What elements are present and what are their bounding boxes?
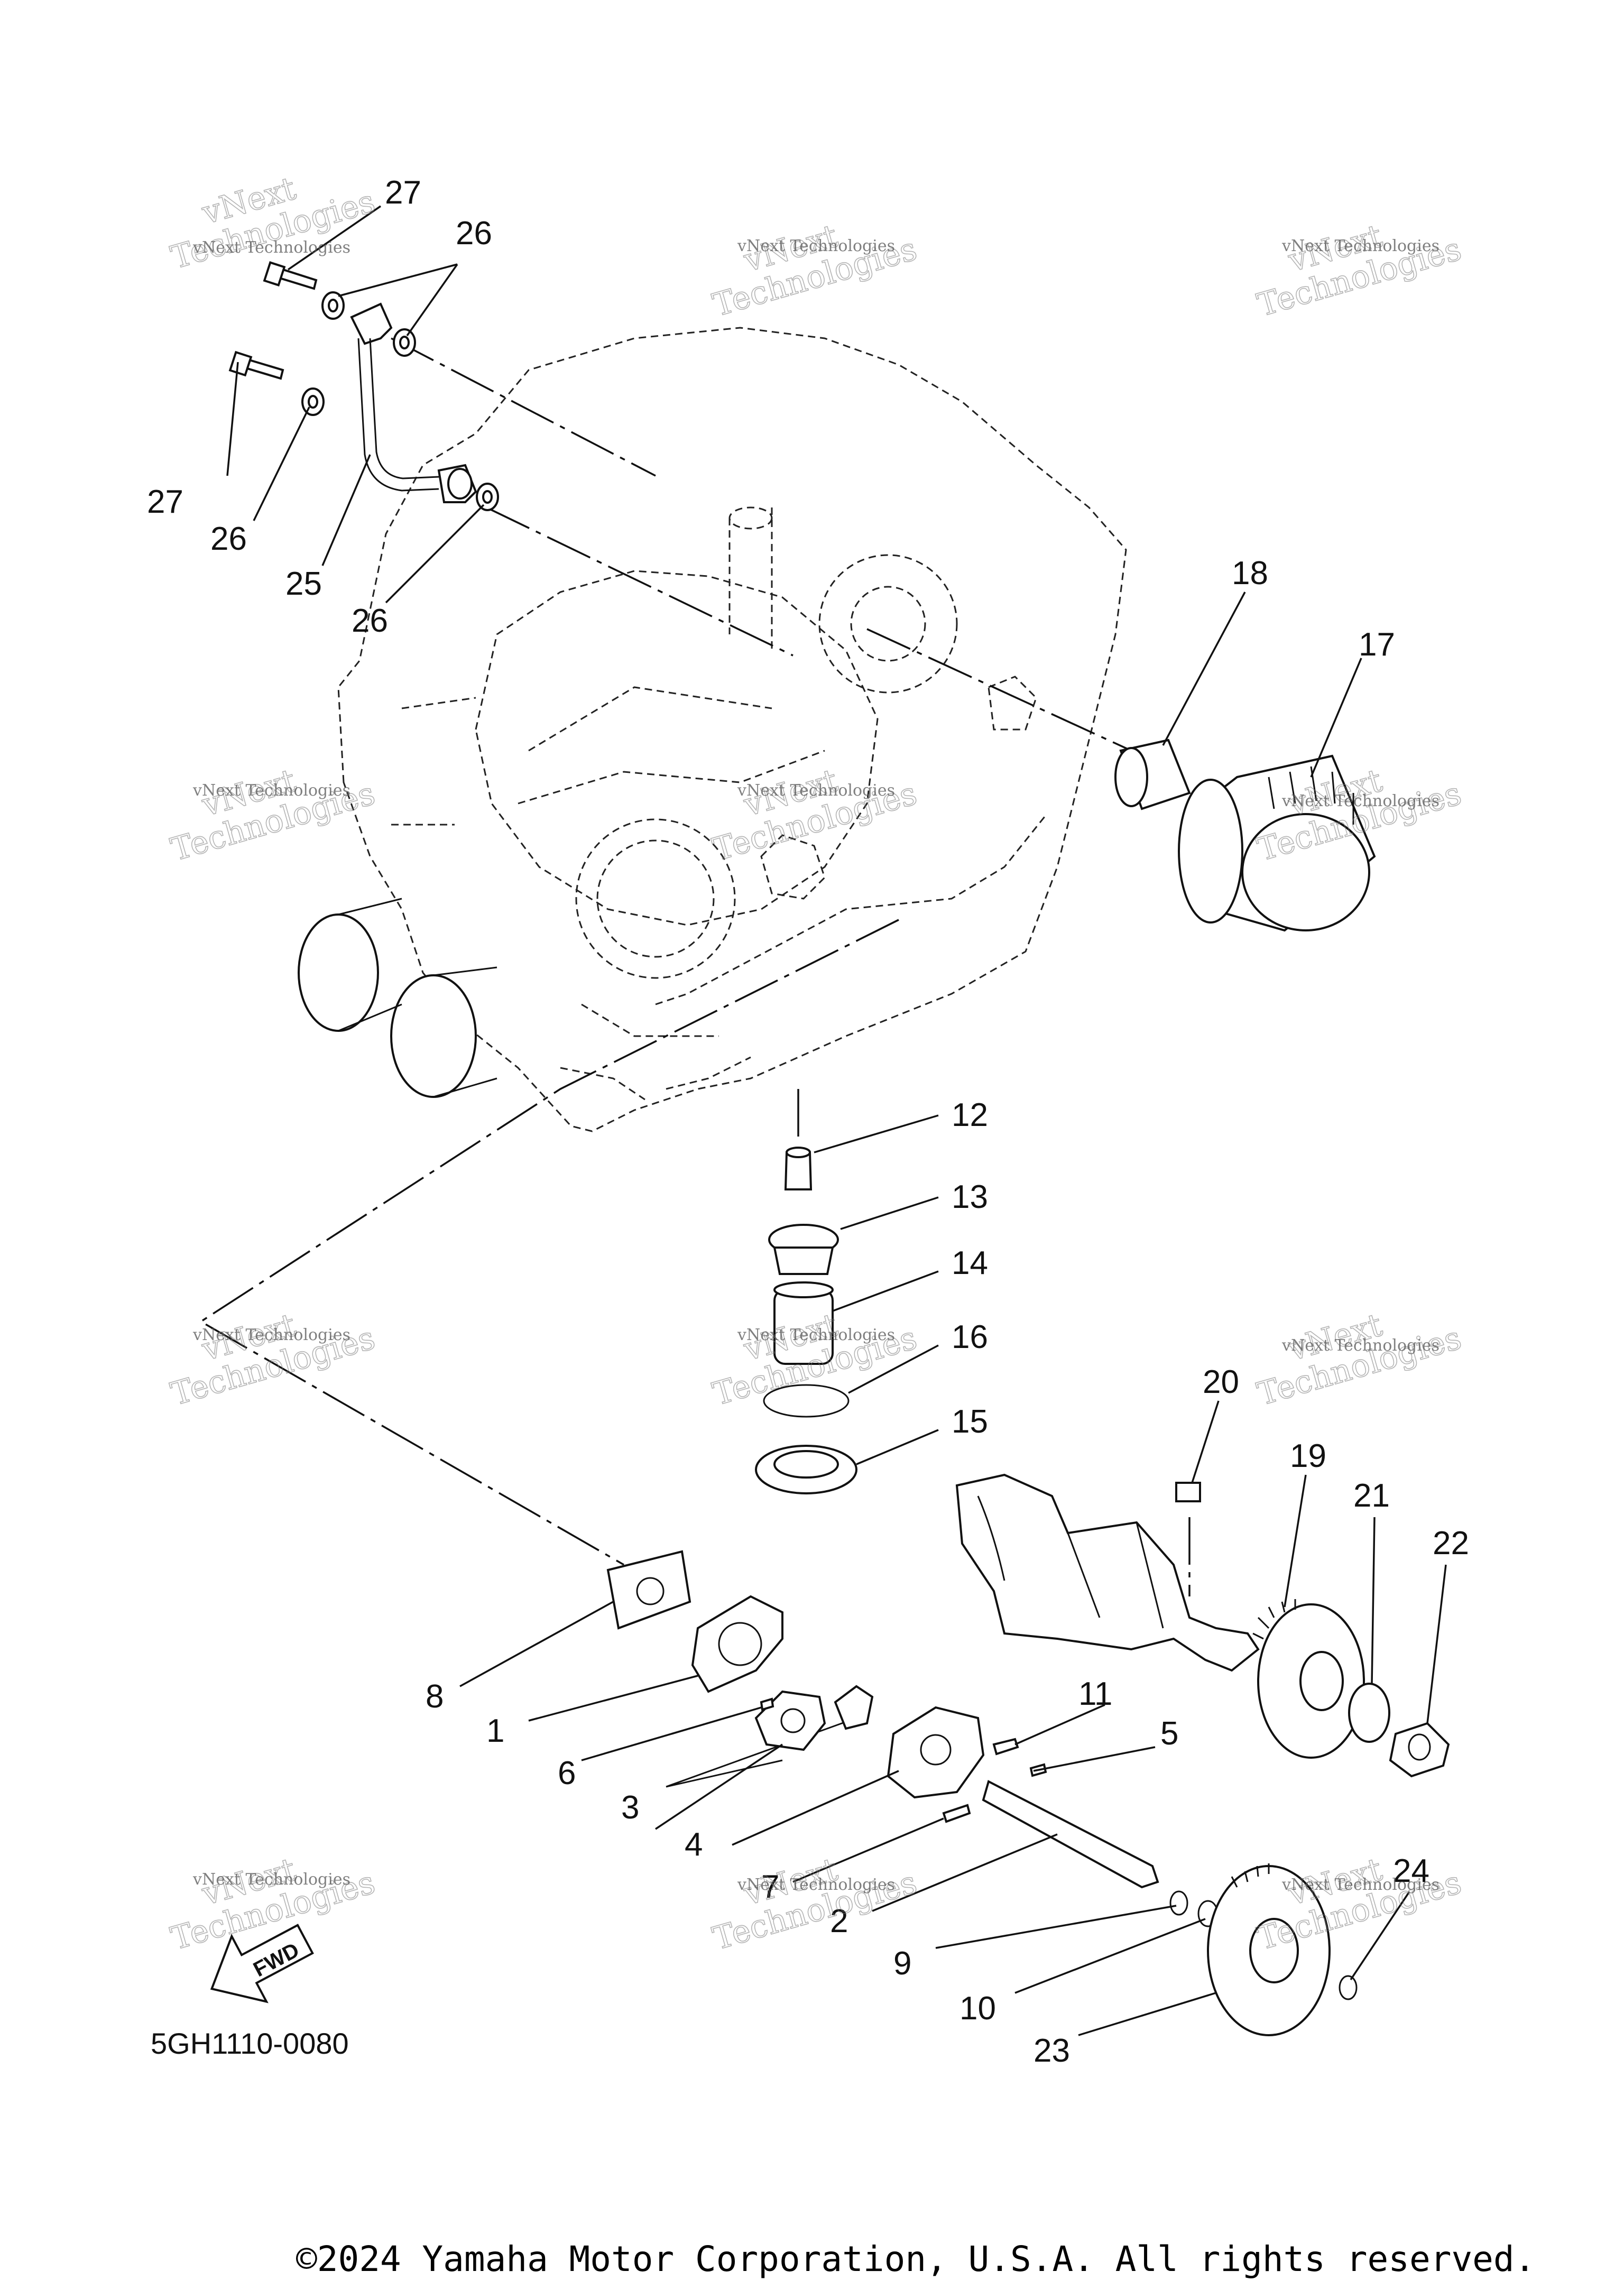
callout-14: 14 <box>952 1245 988 1281</box>
oil-pump-group <box>606 1550 1358 2036</box>
callout-26-top: 26 <box>456 215 492 252</box>
callout-27-top: 27 <box>385 174 421 211</box>
watermark-small: vNext Technologies <box>737 781 895 800</box>
callout-labels: 27 26 27 26 25 26 18 17 12 13 14 16 15 2… <box>147 174 1469 2069</box>
copyright-notice: ©2024 Yamaha Motor Corporation, U.S.A. A… <box>296 2239 1536 2279</box>
callout-16: 16 <box>952 1319 988 1355</box>
callout-17: 17 <box>1359 626 1395 663</box>
callout-27-left: 27 <box>147 484 183 520</box>
watermark: vNext Technologies <box>708 217 921 325</box>
watermark-small: vNext Technologies <box>1281 1876 1440 1894</box>
watermark: vNext Technologies <box>167 170 380 277</box>
crankcase-outline <box>298 327 1127 1132</box>
callout-4: 4 <box>685 1826 703 1863</box>
watermark: vNext Technologies <box>167 1851 380 1958</box>
watermark-small: vNext Technologies <box>737 1326 895 1344</box>
callout-25: 25 <box>285 566 322 602</box>
callout-15: 15 <box>952 1403 988 1440</box>
watermark: vNext Technologies <box>708 762 921 869</box>
callout-2: 2 <box>830 1903 848 1940</box>
watermark-small: vNext Technologies <box>192 1326 350 1344</box>
callout-26-lower: 26 <box>352 603 388 639</box>
callout-9: 9 <box>893 1945 911 1982</box>
watermark-small: vNext Technologies <box>192 238 350 257</box>
watermark-small: vNext Technologies <box>1281 237 1440 255</box>
projection-lines <box>199 337 1191 1788</box>
watermark: vNext Technologies <box>708 1851 921 1958</box>
watermark-small: vNext Technologies <box>737 1876 895 1894</box>
callout-11: 11 <box>1078 1676 1112 1712</box>
strainer-stack <box>755 1147 857 1494</box>
oil-pipe-group <box>228 261 499 511</box>
callout-22: 22 <box>1433 1525 1469 1562</box>
watermark: vNext Technologies <box>167 762 380 869</box>
callout-20: 20 <box>1203 1364 1239 1400</box>
balancer-group <box>955 1473 1450 1778</box>
leader-lines <box>226 205 1447 2036</box>
callout-21: 21 <box>1353 1478 1390 1514</box>
callout-26-left: 26 <box>210 521 247 557</box>
callout-23: 23 <box>1034 2033 1070 2069</box>
watermark: vNext Technologies <box>167 1306 380 1414</box>
watermark-small: vNext Technologies <box>1281 1336 1440 1355</box>
callout-10: 10 <box>959 1990 996 2027</box>
callout-19: 19 <box>1290 1438 1326 1474</box>
callout-13: 13 <box>952 1179 988 1215</box>
watermark-small: vNext Technologies <box>192 1870 350 1889</box>
callout-7: 7 <box>761 1869 779 1905</box>
oil-filter-group <box>1114 738 1376 932</box>
watermark-small: vNext Technologies <box>192 781 350 800</box>
callout-1: 1 <box>486 1713 504 1749</box>
diagram-code: 5GH1110-0080 <box>151 2027 349 2060</box>
callout-12: 12 <box>952 1097 988 1133</box>
callout-3: 3 <box>621 1789 639 1826</box>
watermark: vNext Technologies <box>1253 217 1466 325</box>
watermark-small: vNext Technologies <box>737 237 895 255</box>
callout-5: 5 <box>1160 1715 1178 1752</box>
callout-8: 8 <box>426 1678 444 1715</box>
watermark-small: vNext Technologies <box>1281 792 1440 810</box>
callout-18: 18 <box>1232 555 1268 592</box>
callout-6: 6 <box>558 1755 576 1792</box>
callout-24: 24 <box>1393 1853 1429 1889</box>
